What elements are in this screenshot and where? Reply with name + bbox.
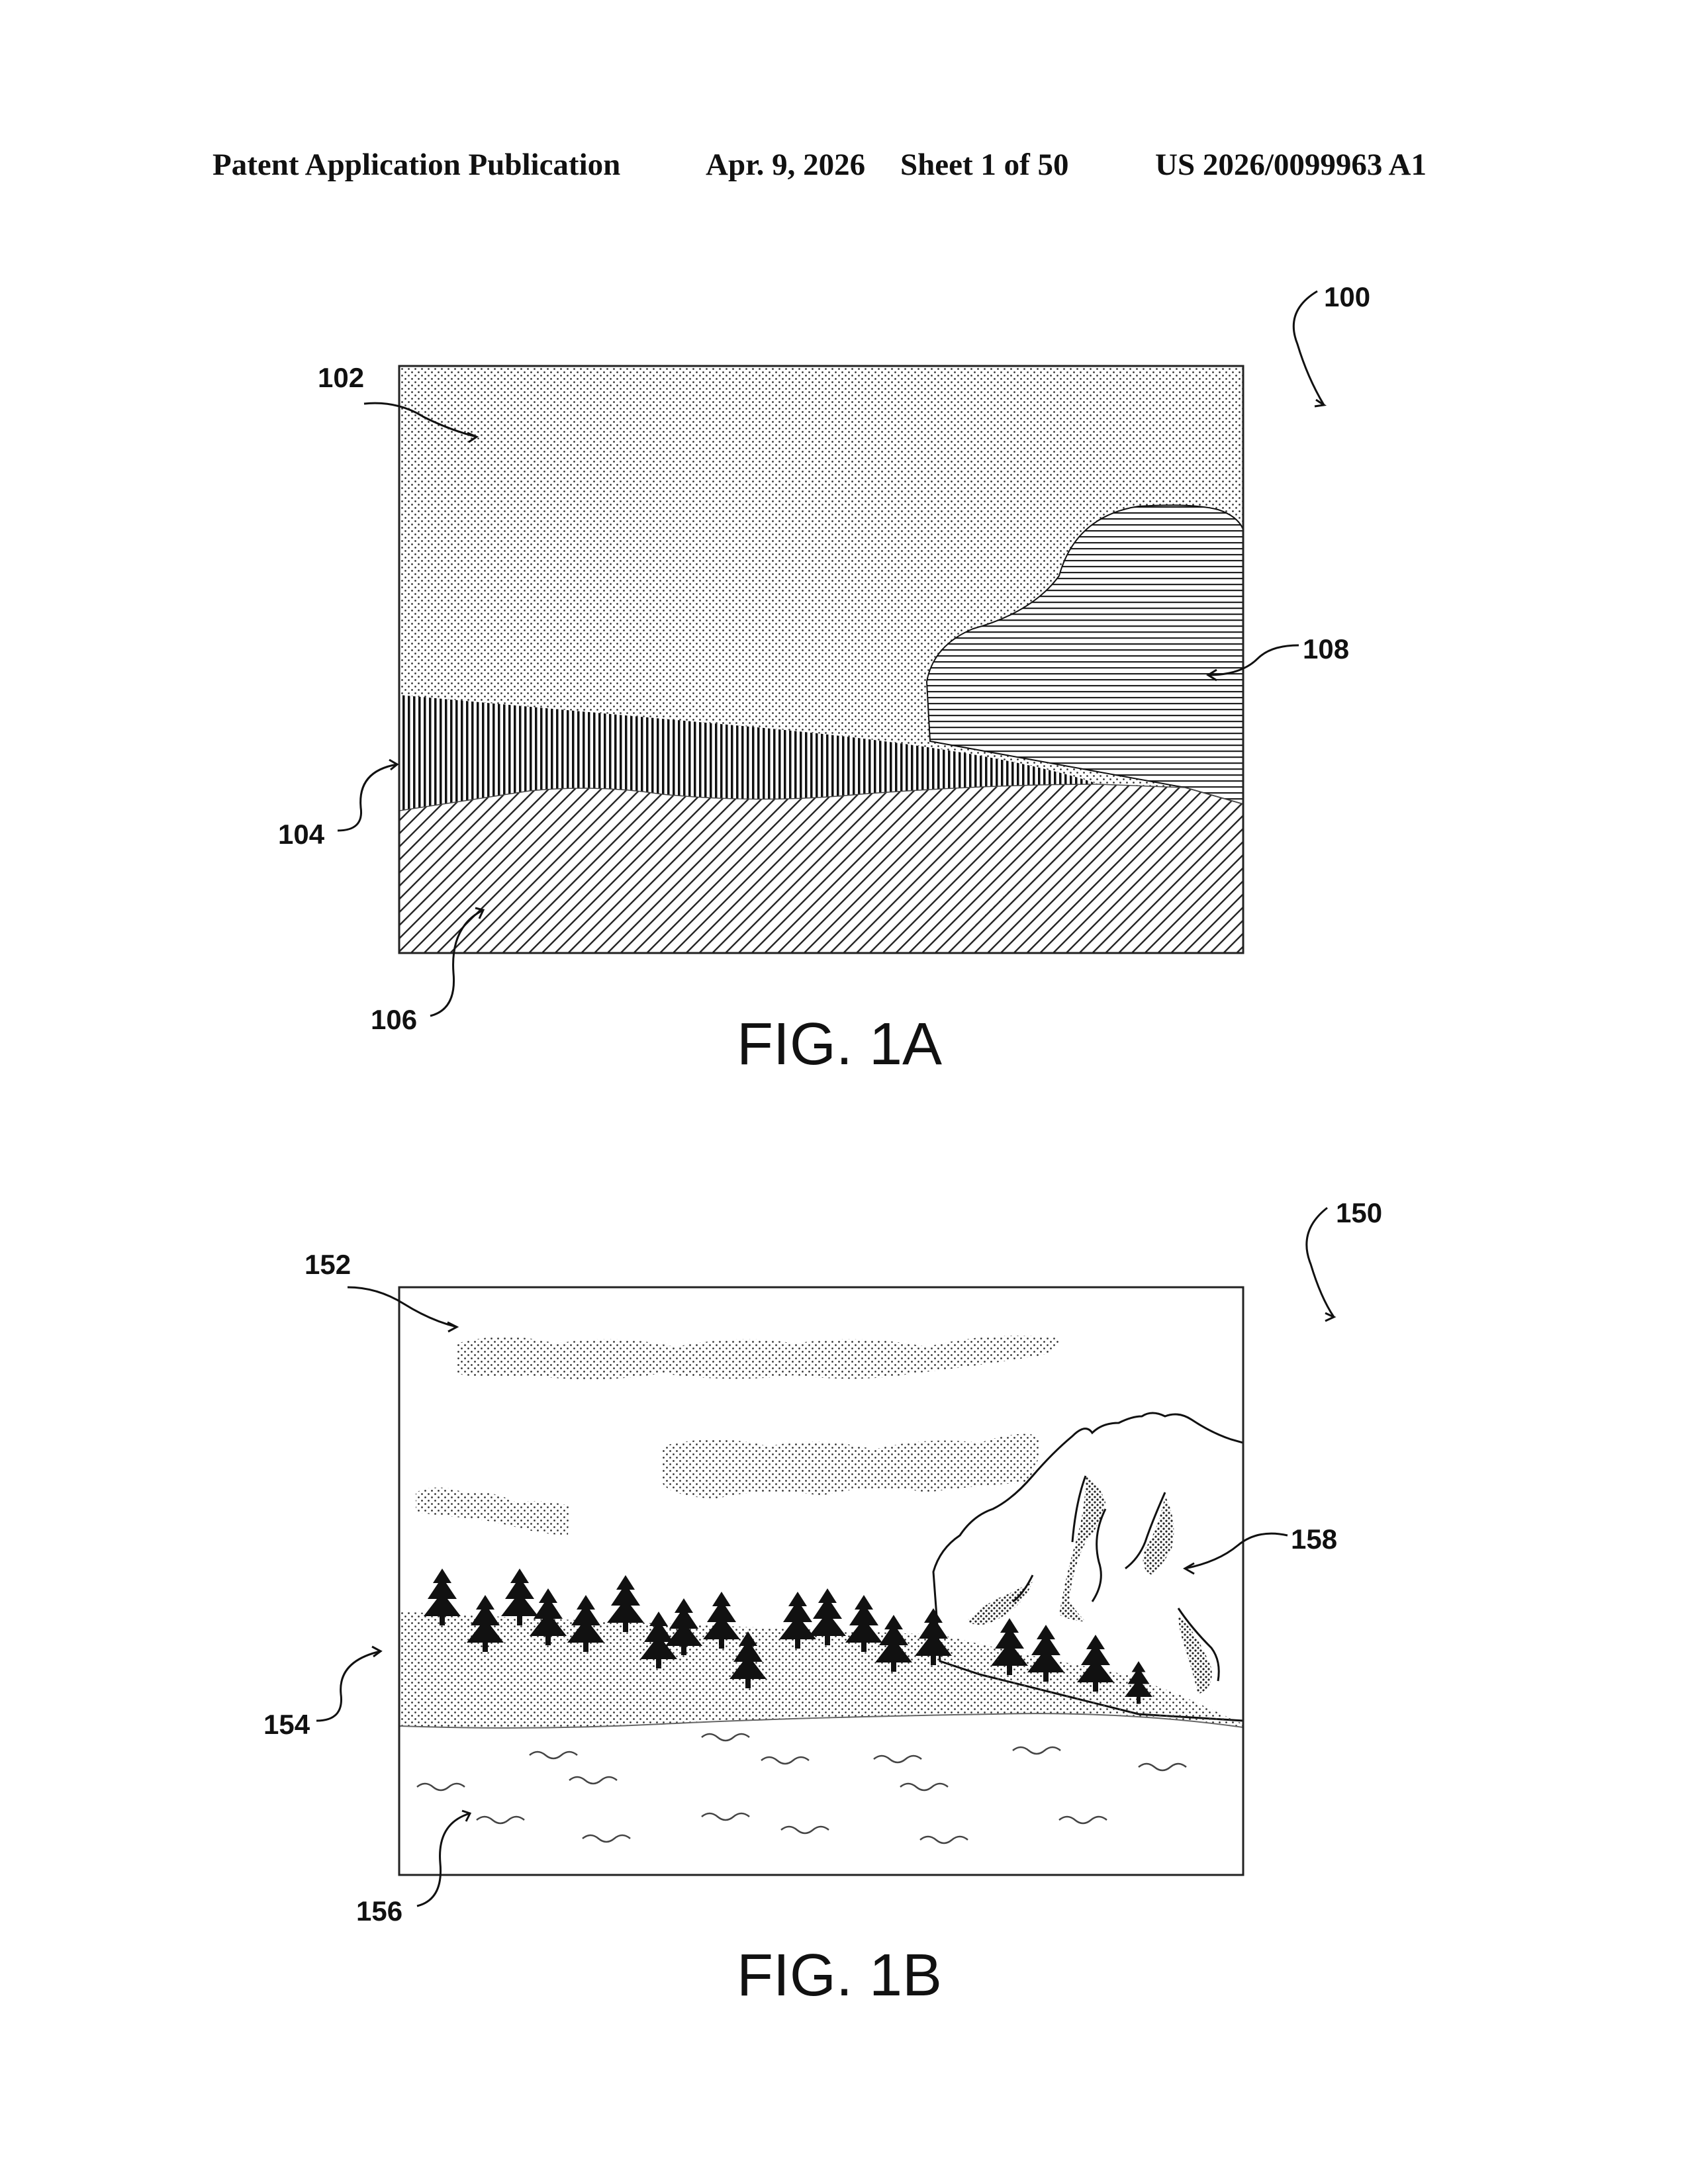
ref-152: 152: [305, 1249, 351, 1280]
cloud-1: [457, 1336, 1059, 1379]
ref-150: 150: [1336, 1197, 1382, 1228]
figure-1b-label: FIG. 1B: [737, 1942, 942, 2009]
ref-158: 158: [1291, 1524, 1337, 1555]
figure-1a-label: FIG. 1A: [737, 1011, 942, 1077]
cloud-2: [662, 1434, 1040, 1499]
ref-154: 154: [263, 1709, 310, 1740]
figure-1a: 100 102 104 106 108 FIG. 1A: [278, 281, 1370, 1077]
ref-100: 100: [1324, 281, 1370, 312]
ref-106: 106: [371, 1004, 417, 1035]
region-106-ground: [399, 784, 1243, 953]
ref-102: 102: [318, 362, 364, 393]
ref-108: 108: [1303, 633, 1349, 664]
cloud-3: [416, 1488, 569, 1536]
figure-1b: 150 152 154 156 158 FIG. 1B: [263, 1197, 1382, 2009]
ref-156: 156: [356, 1895, 402, 1927]
ref-104: 104: [278, 819, 325, 850]
